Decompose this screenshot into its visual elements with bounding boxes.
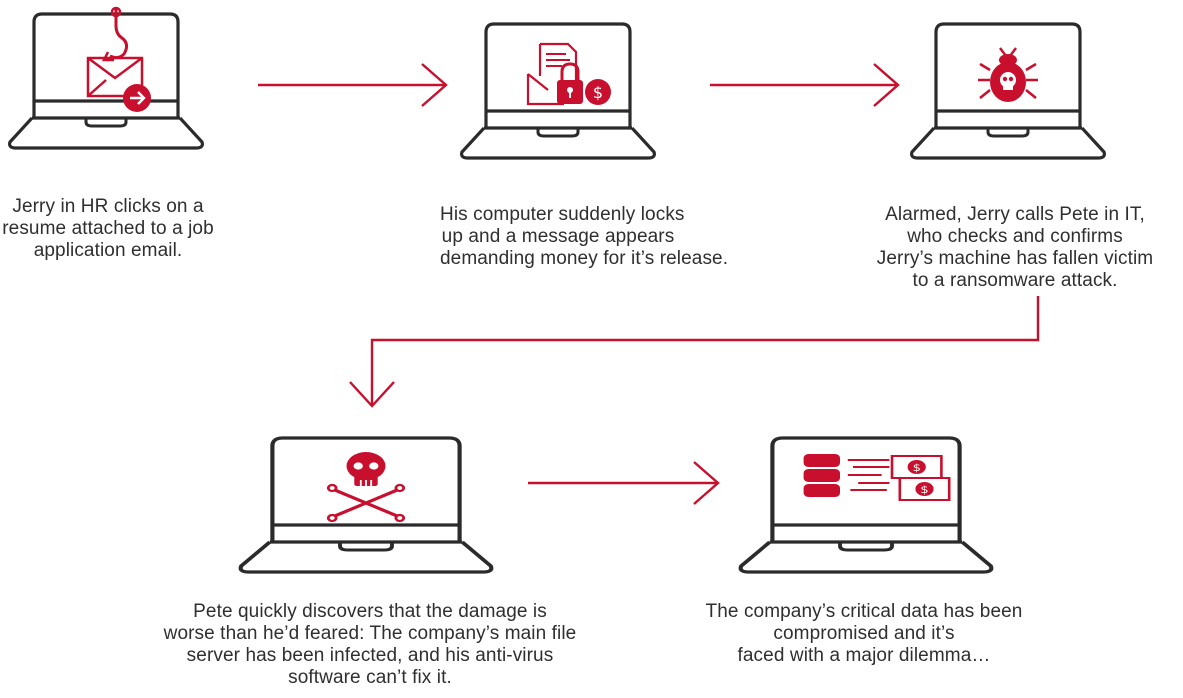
- laptop-step-5: $ $: [736, 432, 996, 582]
- svg-text:$: $: [593, 83, 603, 102]
- laptop-step-4: [236, 432, 496, 582]
- caption-step-3: Alarmed, Jerry calls Pete in IT, who che…: [876, 204, 1154, 291]
- malware-bug-icon: [978, 47, 1038, 102]
- phishing-email-icon: [86, 6, 151, 112]
- flow-arrow-4: [528, 461, 720, 505]
- data-ransom-icon: $ $: [803, 454, 951, 501]
- laptop-step-1: [6, 6, 206, 158]
- flow-arrow-3: [349, 296, 1040, 408]
- flow-arrow-2: [710, 63, 900, 107]
- laptop-step-2: $: [458, 18, 658, 168]
- flow-arrow-1: [258, 63, 448, 107]
- laptop-step-3: [908, 18, 1108, 168]
- caption-step-4: Pete quickly discovers that the damage i…: [163, 601, 577, 688]
- svg-text:$: $: [920, 484, 928, 496]
- ransom-lock-icon: $: [526, 42, 611, 106]
- skull-crossbones-icon: [326, 452, 406, 523]
- caption-step-5: The company’s critical data has been com…: [705, 601, 1023, 666]
- svg-text:$: $: [913, 462, 921, 474]
- caption-step-2: His computer suddenly locks up and a mes…: [440, 204, 729, 269]
- caption-step-1: Jerry in HR clicks on a resume attached …: [2, 196, 214, 261]
